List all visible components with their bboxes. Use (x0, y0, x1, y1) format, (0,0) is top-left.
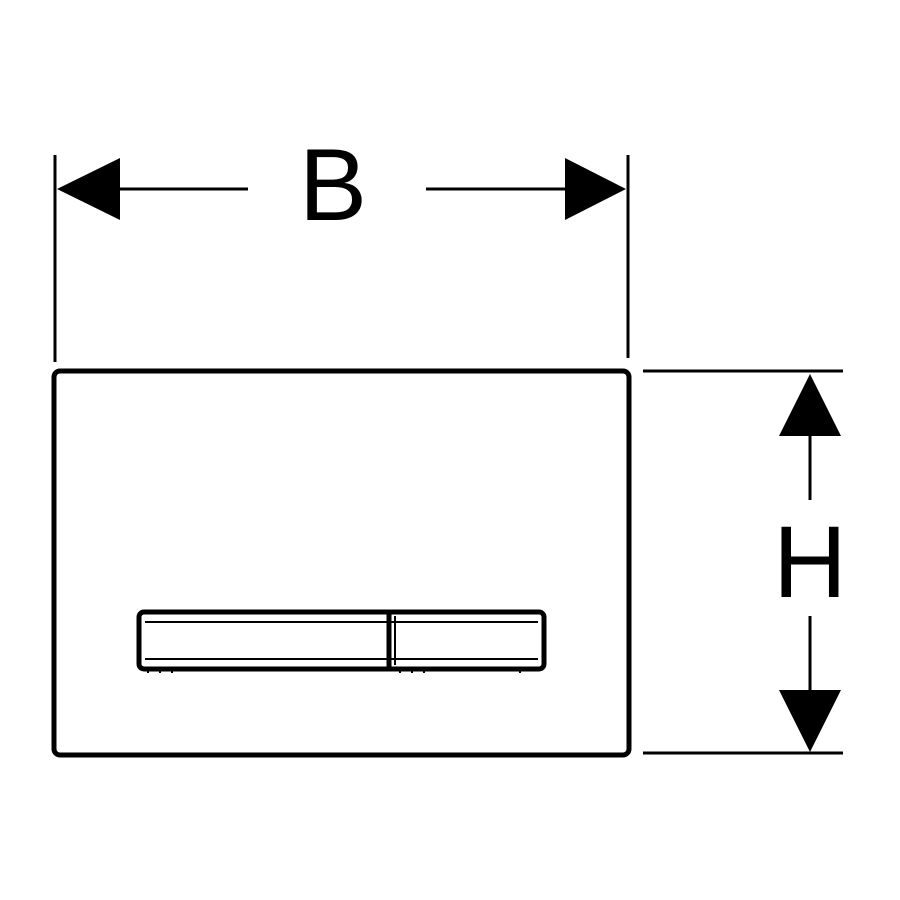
width-label: B (299, 128, 367, 242)
flush-button-bar (136, 609, 547, 673)
width-arrow-right (565, 158, 626, 220)
flush-button-detail-marks (147, 668, 521, 673)
plate-outline (51, 368, 632, 758)
height-label: H (773, 505, 847, 619)
height-dimension: H (643, 369, 847, 755)
height-arrow-top (779, 374, 841, 436)
height-arrow-bottom (779, 690, 841, 752)
flush-button-outline (136, 609, 547, 672)
width-dimension: B (53, 128, 630, 362)
width-arrow-left (57, 158, 120, 220)
